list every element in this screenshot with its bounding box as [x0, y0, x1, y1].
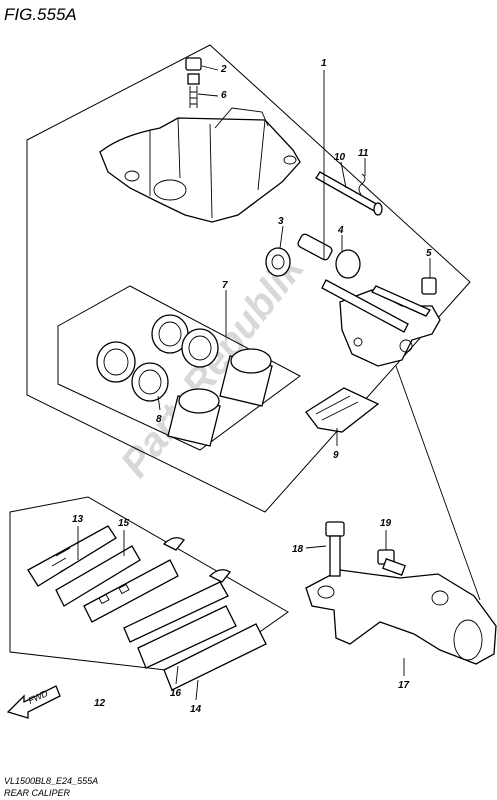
callout-18: 18 [292, 544, 304, 555]
callout-9: 9 [333, 450, 339, 461]
callout-labels: 1 2 3 4 5 6 7 8 9 10 11 12 13 14 15 16 1… [72, 58, 432, 715]
caliper-assembly-outline [26, 44, 471, 513]
callout-13: 13 [72, 514, 84, 525]
bleeder-cap [185, 57, 202, 71]
callout-10: 10 [334, 152, 346, 163]
pad-shim [305, 387, 380, 433]
callout-15: 15 [118, 518, 130, 529]
callout-8: 8 [156, 414, 162, 425]
boot [265, 247, 291, 277]
caliper-body [99, 107, 301, 223]
callout-5: 5 [426, 248, 432, 259]
stopper-bolt [377, 549, 406, 576]
callout-3: 3 [278, 216, 284, 227]
bracket-bolt [325, 521, 345, 577]
callout-17: 17 [398, 680, 410, 691]
forward-arrow: FWD [6, 685, 61, 719]
spring [421, 277, 437, 295]
callout-7: 7 [222, 280, 228, 291]
pin-clip [358, 173, 366, 197]
pad-pin [315, 171, 383, 216]
callout-1: 1 [321, 58, 327, 69]
leader-lines [77, 65, 481, 701]
figure-code: VL1500BL8_E24_555A [4, 776, 98, 786]
callout-11: 11 [358, 148, 369, 159]
caliper-bracket [321, 279, 441, 367]
callout-16: 16 [170, 688, 182, 699]
callout-14: 14 [190, 704, 202, 715]
callout-4: 4 [337, 225, 344, 236]
caliper-mount-bracket [305, 569, 497, 665]
bleeder-screw [187, 73, 200, 108]
piston-kit-outline [57, 285, 301, 451]
figure-title: FIG.555A [4, 5, 77, 24]
callout-2: 2 [220, 64, 227, 75]
brake-pads [27, 525, 267, 691]
pistons [167, 348, 273, 447]
figure-name: REAR CALIPER [4, 788, 71, 798]
piston-seals [96, 314, 219, 402]
callout-19: 19 [380, 518, 392, 529]
callout-12: 12 [94, 698, 106, 709]
callout-6: 6 [221, 90, 227, 101]
sleeve-boot [297, 233, 361, 279]
